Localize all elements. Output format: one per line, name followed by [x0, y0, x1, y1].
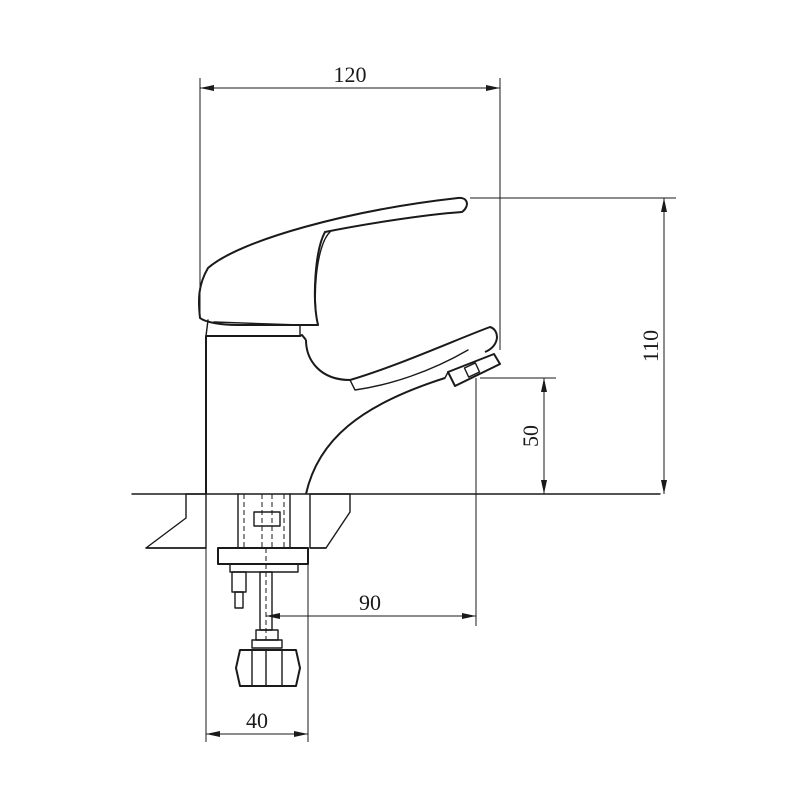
dimension-overall-height: 110: [470, 197, 676, 494]
dimension-label-width: 120: [334, 62, 367, 87]
faucet-body: [205, 326, 498, 495]
countertop: [131, 493, 661, 549]
dimension-label-reach: 90: [359, 590, 381, 615]
dimension-spout-reach: 90: [266, 378, 477, 626]
lever-handle: [198, 196, 468, 337]
dimension-label-height: 110: [638, 330, 663, 362]
dimension-label-spout-height: 50: [518, 425, 543, 447]
mounting-hardware: [217, 493, 309, 687]
aerator: [447, 353, 501, 387]
dimension-overall-width: 120: [199, 62, 501, 350]
dimension-spout-height: 50: [480, 377, 556, 494]
dimension-label-base: 40: [246, 708, 268, 733]
dimension-base-diameter: 40: [205, 548, 309, 742]
